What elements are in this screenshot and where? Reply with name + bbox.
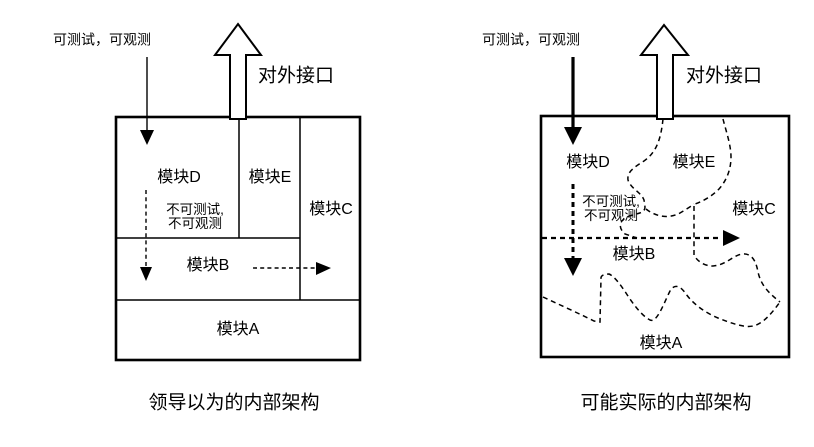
left-panel-shapes: [114, 22, 362, 362]
right-testable-annotation: 可测试，可观测: [482, 31, 580, 48]
left-internal-down-arrowhead-icon: [140, 267, 152, 281]
left-testable-annotation: 可测试，可观测: [53, 31, 151, 48]
left-untestable-note-line1: 不可测试,: [166, 202, 224, 217]
left-module-d-label: 模块D: [157, 169, 201, 187]
left-module-c-label: 模块C: [309, 201, 353, 219]
right-module-d-label: 模块D: [566, 154, 610, 172]
right-boundary-e-c: [694, 118, 732, 205]
left-module-a-label: 模块A: [216, 321, 260, 339]
left-external-interface-up-arrow-icon: [213, 22, 263, 120]
right-internal-right-arrowhead-icon: [723, 230, 740, 246]
right-internal-down-arrowhead-icon: [564, 258, 582, 276]
right-panel-caption: 可能实际的内部架构: [580, 392, 752, 414]
right-external-interface-label: 对外接口: [685, 65, 763, 87]
right-boundary-c-b: [693, 206, 781, 303]
right-module-a-label: 模块A: [639, 335, 683, 353]
right-boundary-d-e: [619, 118, 664, 239]
right-panel-shapes: [539, 23, 791, 359]
right-fuzzy-boundaries: [542, 118, 781, 328]
left-untestable-note-line2: 不可观测: [167, 216, 222, 231]
right-testable-arrowhead-icon: [564, 127, 582, 145]
right-module-b-label: 模块B: [612, 246, 656, 264]
left-module-b-label: 模块B: [186, 257, 230, 275]
right-untestable-note-line1: 不可测试,: [582, 194, 640, 209]
left-panel-caption: 领导以为的内部架构: [148, 392, 320, 414]
right-untestable-note-line2: 不可观测: [583, 208, 638, 223]
right-boundary-a: [542, 273, 781, 328]
right-untestable-note: 不可测试, 不可观测: [582, 195, 640, 223]
right-module-e-label: 模块E: [672, 154, 716, 172]
right-module-c-label: 模块C: [732, 201, 776, 219]
right-module-box: [539, 114, 791, 359]
left-untestable-note: 不可测试, 不可观测: [166, 203, 224, 231]
left-internal-right-arrowhead-icon: [316, 262, 331, 275]
right-external-interface-up-arrow-icon: [638, 23, 691, 120]
left-module-e-label: 模块E: [248, 169, 292, 187]
left-external-interface-label: 对外接口: [257, 65, 335, 87]
left-testable-arrowhead-icon: [140, 130, 154, 145]
right-boundary-junction: [645, 203, 695, 218]
